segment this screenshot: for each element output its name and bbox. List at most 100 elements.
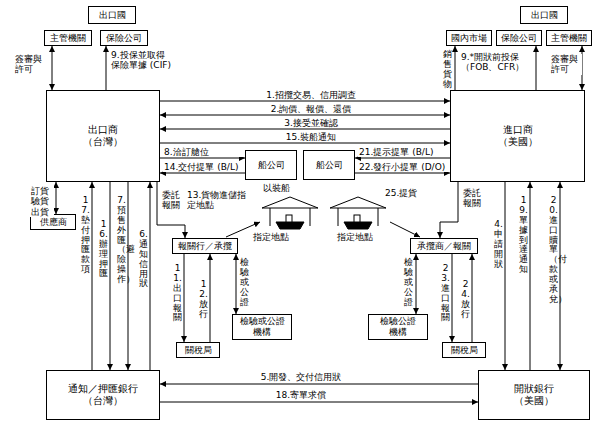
flow-arrow (560, 182, 561, 370)
place-label: 13.貨物進儲指定地點 (186, 190, 250, 211)
flow-arrow (160, 158, 245, 159)
flow-arrow (236, 254, 237, 314)
box-text: 保險公司 (106, 33, 142, 44)
flow-arrow (455, 46, 456, 90)
edge-label: 15.裝船通知 (230, 132, 392, 142)
edge-label: 22.發行小提單 (D/O) (358, 162, 450, 172)
entity-box: 出口商 （台灣） (46, 90, 160, 182)
flow-arrow (160, 101, 450, 102)
edge-label: 18.寄單求償 (230, 390, 372, 400)
ship-left (276, 215, 304, 229)
flow-arrow (106, 46, 107, 90)
flow-arrow (92, 182, 93, 370)
flow-arrow (536, 46, 537, 90)
box-text: 國內市場 (451, 33, 487, 44)
flow-arrow (505, 182, 506, 370)
edge-label: 9.*開狀前投保 （FOB、CFR） (460, 52, 534, 73)
ship-right (344, 215, 372, 229)
edge-label: 檢驗或公證 (240, 258, 249, 307)
flow-arrow (160, 173, 245, 174)
box-text: 船公司 (258, 160, 285, 171)
box-text: 保險公司 (501, 33, 537, 44)
edge-label: 9.投保並取得 保險單據 (CIF) (110, 50, 176, 71)
entity-box: 檢驗公證 機構 (368, 314, 428, 340)
box-text: 檢驗公證 機構 (378, 316, 418, 338)
edge-label: 簽審與 許可 (14, 54, 50, 75)
edge-label: 4.申請開狀 (494, 220, 503, 269)
flow-arrow (150, 182, 151, 370)
entity-box: 主管機關 (44, 30, 92, 46)
edge-label: 簽審與 許可 (550, 54, 582, 75)
flow-arrow (440, 182, 458, 238)
edge-label: 21.提示提單 (B/L) (358, 147, 450, 157)
box-text: 關稅局 (451, 345, 478, 356)
entity-box: 船公司 (245, 150, 297, 180)
flow-arrow (210, 254, 211, 342)
edge-label: 8.洽訂艙位 (163, 147, 245, 157)
flow-arrow (160, 129, 450, 130)
entity-box: 開狀銀行 （美國） (478, 370, 590, 420)
entity-box: 進口商 （美國） (450, 90, 585, 182)
entity-box: 船公司 (303, 150, 355, 180)
entity-box: 出口國 (520, 6, 568, 24)
flow-arrow (157, 182, 185, 238)
entity-box: 承攬商／報關 (410, 238, 478, 254)
flow-arrow (160, 402, 478, 403)
edge-label: 委託 報關 (462, 188, 486, 209)
edge-label: 19.單據到達通知 (519, 196, 528, 275)
box-text: 開狀銀行 （美國） (512, 383, 556, 407)
entity-box: 保險公司 (100, 30, 148, 46)
edge-label: 20.進口贖單（付款或承兌） (549, 196, 558, 305)
entity-box: 報關行／承攬 (172, 238, 238, 254)
edge-label: 7.預售外匯（避險操作） (117, 196, 126, 285)
flow-arrow (160, 143, 450, 144)
entity-box: 國內市場 (446, 30, 492, 46)
place-label: 指定地點 (336, 232, 374, 242)
place-label: 指定地點 (252, 232, 290, 242)
flow-arrow (110, 182, 111, 370)
edge-label: 2.詢價、報價、還價 (230, 104, 392, 114)
pickup-arrow (390, 222, 420, 237)
shed-left (262, 197, 318, 226)
entity-box: 出口國 (88, 6, 136, 24)
edge-label: 檢驗或公證 (404, 258, 413, 307)
box-text: 船公司 (316, 160, 343, 171)
flow-arrow (52, 46, 53, 90)
flow-arrow (184, 254, 185, 342)
edge-label: 11.出口報關 (173, 264, 182, 323)
flow-arrow (452, 254, 453, 342)
flow-arrow (416, 254, 417, 314)
entity-box: 關稅局 (442, 342, 486, 358)
box-text: 進口商 （美國） (497, 124, 539, 148)
box-text: 關稅局 (185, 345, 212, 356)
box-text: 主管機關 (551, 33, 587, 44)
entity-box: 檢驗或公證 機構 (232, 314, 292, 340)
box-text: 出口國 (99, 10, 126, 21)
edge-label: 23.進口報關 (441, 264, 450, 323)
edge-label: 訂貨 驗貨 出貨 (30, 186, 54, 217)
edge-label: 16.辦理押匯 (99, 220, 108, 279)
edge-label: 12.放行 (199, 280, 208, 320)
box-text: 報關行／承攬 (178, 241, 232, 252)
box-text: 主管機關 (50, 33, 86, 44)
edge-label: 14.交付提單 (B/L) (163, 162, 245, 172)
entity-box: 通知／押匯銀行 （台灣） (46, 370, 160, 420)
edge-label: 銷售貨物 (443, 50, 452, 90)
box-text: 通知／押匯銀行 （台灣） (65, 383, 141, 407)
entity-box: 關稅局 (176, 342, 220, 358)
place-label: 25.提貨 (384, 188, 418, 198)
edge-label: 委託 報關 (161, 190, 185, 211)
edge-label: 24.放行 (461, 280, 470, 320)
flow-arrow (128, 182, 129, 370)
edge-label: 5.開發、交付信用狀 (230, 372, 372, 382)
flow-arrow (530, 182, 531, 370)
box-text: 承攬商／報關 (417, 241, 471, 252)
place-label: 以裝船 (262, 183, 291, 193)
entity-box: 保險公司 (496, 30, 542, 46)
edge-label: 17.墊付押匯款項 (81, 196, 90, 275)
edge-label: 3.接受並確認 (230, 118, 392, 128)
flow-arrow (355, 158, 450, 159)
box-text: 出口商 （台灣） (82, 124, 124, 148)
flow-arrow (355, 173, 450, 174)
flow-arrow (472, 254, 473, 342)
